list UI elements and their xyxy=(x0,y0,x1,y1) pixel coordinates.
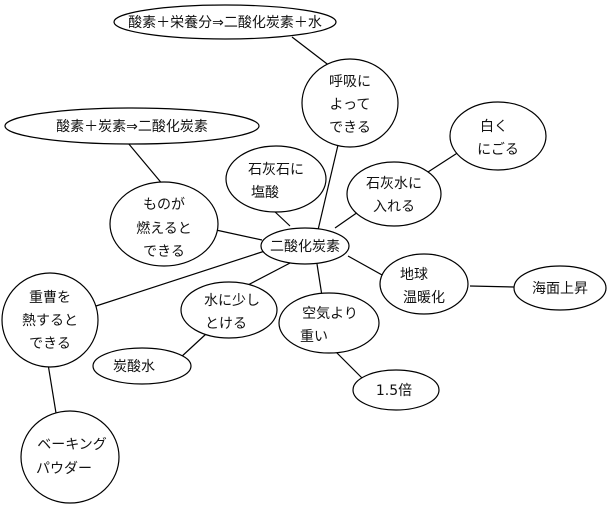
node-baking-soda: 重曹を 熱すると できる xyxy=(1,272,99,368)
node-ratio-line-1: 1.5倍 xyxy=(376,383,412,399)
edge-center-dissolve xyxy=(243,261,293,288)
node-cloudy-line-2: にごる xyxy=(477,142,519,158)
node-cloudy: 白く にごる xyxy=(449,101,547,171)
edge-center-respiration xyxy=(317,144,339,231)
edge-center-warming xyxy=(347,255,385,277)
node-warming-line-1: 地球 xyxy=(400,267,428,283)
connectors xyxy=(47,36,515,414)
node-respiration-line-2: よって xyxy=(330,97,371,113)
node-baking-powder-line-2: パウダー xyxy=(36,461,92,477)
edge-warming-sealevel xyxy=(469,285,515,288)
node-limestone-line-2: 塩酸 xyxy=(251,185,279,201)
node-warming: 地球 温暖化 xyxy=(379,253,469,315)
node-respiration-line-3: できる xyxy=(329,120,371,136)
edge-center-burn xyxy=(215,229,263,241)
node-respiration-equation: 酸素＋栄養分⇒二酸化炭素＋水 xyxy=(113,4,337,40)
edge-center-limestone xyxy=(272,209,291,227)
node-burn: ものが 燃えると できる xyxy=(109,181,219,267)
node-limestone: 石灰石に 塩酸 xyxy=(225,145,327,213)
node-cloudy-line-1: 白く xyxy=(480,119,508,135)
node-limewater-line-2: 入れる xyxy=(373,199,415,215)
node-limestone-line-1: 石灰石に xyxy=(248,162,304,178)
node-limewater: 石灰水に 入れる xyxy=(346,161,442,227)
node-heavier-line-1: 空気より xyxy=(302,306,358,322)
edge-baking-soda-powder xyxy=(47,363,57,414)
node-burn-equation: 酸素＋炭素⇒二酸化炭素 xyxy=(4,107,260,145)
node-soda-line-1: 炭酸水 xyxy=(113,359,155,375)
node-baking-powder-line-1: ベーキング xyxy=(37,437,107,453)
edge-dissolve-soda xyxy=(179,333,207,359)
node-dissolve-line-1: 水に少し xyxy=(204,293,260,309)
node-heavier-line-2: 重い xyxy=(300,329,328,345)
node-warming-line-2: 温暖化 xyxy=(403,290,445,306)
edge-center-heavier xyxy=(316,263,323,297)
node-center-line-1: 二酸化炭素 xyxy=(270,239,340,255)
node-baking-powder: ベーキング パウダー xyxy=(20,410,120,504)
edge-center-baking-soda xyxy=(95,249,269,307)
node-heavier: 空気より 重い xyxy=(278,292,380,354)
node-respiration: 呼吸に よって できる xyxy=(301,58,399,148)
node-ratio: 1.5倍 xyxy=(352,369,440,411)
edge-center-limewater xyxy=(334,211,359,229)
node-baking-soda-line-2: 熱すると xyxy=(22,313,78,329)
node-dissolve-line-2: とける xyxy=(205,316,247,332)
node-burn-line-3: できる xyxy=(143,244,185,260)
node-burn-line-1: ものが xyxy=(143,197,185,213)
node-respiration-equation-line-1: 酸素＋栄養分⇒二酸化炭素＋水 xyxy=(128,14,322,31)
node-baking-soda-line-1: 重曹を xyxy=(29,290,71,306)
node-center: 二酸化炭素 xyxy=(260,227,350,265)
node-limewater-line-1: 石灰水に xyxy=(366,176,422,192)
node-sealevel: 海面上昇 xyxy=(513,265,607,311)
edge-burn-burn-eq xyxy=(127,142,165,187)
edge-heavier-ratio xyxy=(335,351,363,379)
node-burn-line-2: 燃えると xyxy=(136,220,192,237)
node-sealevel-line-1: 海面上昇 xyxy=(532,281,588,297)
node-baking-soda-line-3: できる xyxy=(29,336,71,352)
node-soda: 炭酸水 xyxy=(92,347,192,385)
node-respiration-line-1: 呼吸に xyxy=(329,74,371,90)
node-burn-equation-line-1: 酸素＋炭素⇒二酸化炭素 xyxy=(56,119,208,135)
node-dissolve: 水に少し とける xyxy=(180,281,278,339)
